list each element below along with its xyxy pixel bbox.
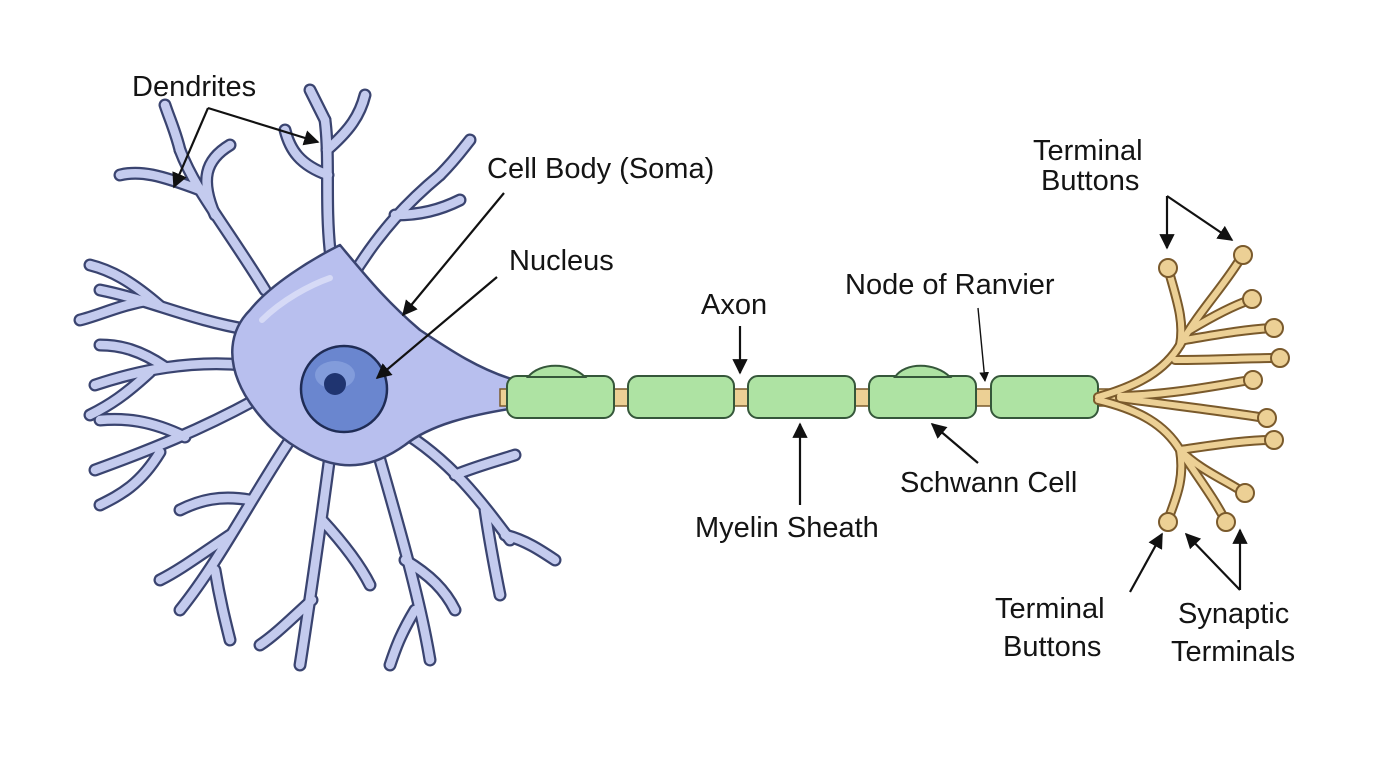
leader-arrows <box>172 106 1248 593</box>
arrow-dendrites-right <box>207 106 320 146</box>
dendrites <box>73 83 562 672</box>
label-axon: Axon <box>701 289 767 321</box>
terminal-button <box>1264 430 1284 450</box>
myelin-segment <box>506 375 615 419</box>
terminal-button <box>1243 370 1263 390</box>
arrow-schwann-cell <box>930 423 979 464</box>
label-dendrites: Dendrites <box>132 71 256 103</box>
arrow-dendrites-left <box>172 107 210 189</box>
axon-terminals <box>1093 245 1290 532</box>
label-synaptic-terminals-1: Synaptic <box>1178 598 1289 630</box>
cell-body-shape <box>231 243 517 467</box>
arrow-terminal-buttons-bottom <box>1129 532 1163 593</box>
label-cell-body: Cell Body (Soma) <box>487 153 714 185</box>
terminal-button <box>1242 289 1262 309</box>
arrow-cell-body <box>402 192 505 317</box>
terminal-button <box>1233 245 1253 265</box>
label-terminal-buttons-bottom-1: Terminal <box>995 593 1105 625</box>
label-nucleus: Nucleus <box>509 245 614 277</box>
label-terminal-buttons-bottom-2: Buttons <box>1003 631 1101 663</box>
terminal-button <box>1235 483 1255 503</box>
myelin-segment <box>990 375 1099 419</box>
terminal-button <box>1158 258 1178 278</box>
nucleolus <box>324 373 346 395</box>
arrow-synaptic-terminals-left <box>1184 532 1241 591</box>
label-myelin-sheath: Myelin Sheath <box>695 512 879 544</box>
arrow-terminal-buttons-top-right <box>1166 195 1234 241</box>
label-node-of-ranvier: Node of Ranvier <box>845 269 1055 301</box>
label-terminal-buttons-top-1: Terminal <box>1033 135 1143 167</box>
myelin-segment <box>868 375 977 419</box>
myelin-segment <box>627 375 735 419</box>
myelin-sheath <box>506 364 1099 419</box>
terminal-button <box>1158 512 1178 532</box>
arrow-node-of-ranvier <box>977 307 990 382</box>
terminal-button <box>1270 348 1290 368</box>
arrow-nucleus <box>375 276 498 379</box>
label-synaptic-terminals-2: Terminals <box>1171 636 1295 668</box>
label-terminal-buttons-top-2: Buttons <box>1041 165 1139 197</box>
terminal-button <box>1264 318 1284 338</box>
terminal-button <box>1257 408 1277 428</box>
myelin-segment <box>747 375 856 419</box>
label-schwann-cell: Schwann Cell <box>900 467 1077 499</box>
terminal-button <box>1216 512 1236 532</box>
nucleus <box>299 344 389 434</box>
